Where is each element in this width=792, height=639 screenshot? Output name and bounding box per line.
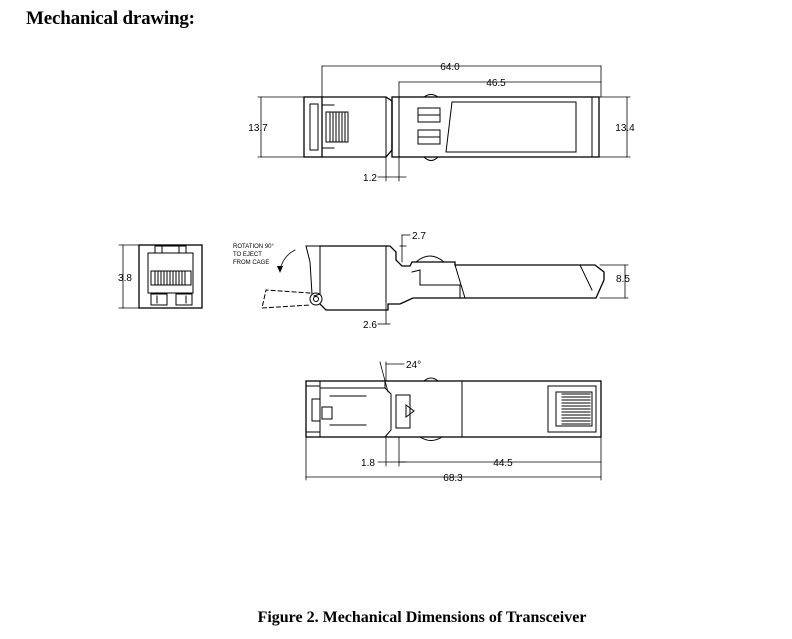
top-view-dimensions (257, 65, 631, 182)
front-view-dimensions (118, 244, 140, 309)
dim-gap: 1.8 (361, 458, 375, 469)
top-view-body (321, 94, 600, 161)
dim-overall-length: 64.0 (440, 62, 460, 73)
side-view-note: ROTATION 90° TO EJECT FROM CAGE (233, 244, 274, 266)
top-view-grille (329, 112, 346, 142)
note-line-1: ROTATION 90° (233, 244, 274, 250)
side-view: ROTATION 90° TO EJECT FROM CAGE 2.7 2.6 … (233, 231, 630, 331)
bottom-view-dimensions (305, 361, 602, 481)
dim-overall-length-bottom: 68.3 (443, 473, 463, 484)
dim-housing-length: 46.5 (486, 78, 506, 89)
figure-caption: Figure 2. Mechanical Dimensions of Trans… (257, 609, 587, 626)
bottom-view: 24° 1.8 44.5 68.3 (305, 360, 602, 484)
side-view-body (319, 245, 605, 311)
side-view-latch (261, 245, 323, 309)
top-view-connector (303, 96, 349, 158)
dim-left-height: 13.7 (248, 123, 268, 134)
dim-front-height: 3.8 (118, 273, 132, 284)
dim-angle: 24° (406, 360, 421, 371)
front-view: 3.8 (118, 244, 203, 309)
page-title: Mechanical drawing: (26, 8, 195, 29)
front-view-contacts (154, 271, 186, 285)
top-view: 64.0 46.5 13.7 13.4 1.2 (248, 62, 635, 184)
dim-step-bottom: 2.6 (363, 320, 377, 331)
dim-rear-length: 44.5 (493, 458, 513, 469)
bottom-view-body (305, 377, 602, 441)
dim-step: 1.2 (363, 173, 377, 184)
bottom-view-pcb-edge (547, 385, 597, 433)
side-view-dimensions (377, 234, 629, 325)
note-line-3: FROM CAGE (233, 260, 269, 266)
dim-body-height: 8.5 (616, 274, 630, 285)
dim-right-height: 13.4 (615, 123, 635, 134)
note-line-2: TO EJECT (233, 252, 262, 258)
dim-step-top: 2.7 (412, 231, 426, 242)
